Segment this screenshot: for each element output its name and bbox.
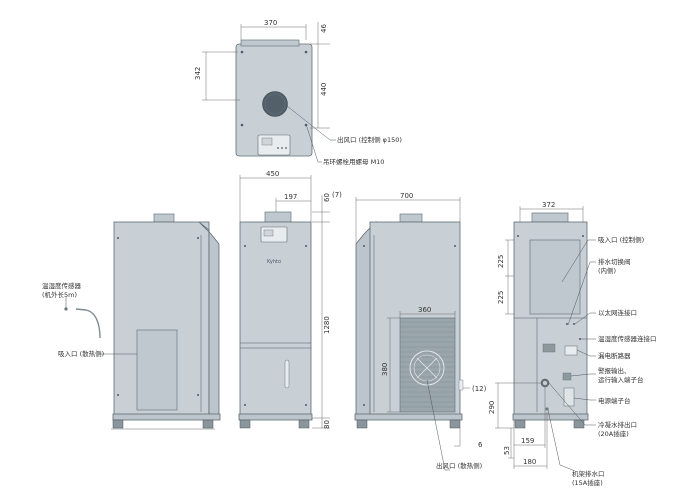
- callout-sensor-port: 温湿度传感器连接口: [598, 334, 657, 343]
- dim-right-depth: 700: [400, 192, 413, 200]
- callout-drain: 冷凝水排出口: [598, 420, 637, 429]
- dim-top-gap: 46: [320, 24, 328, 33]
- callout-frame-drain-sub: (15A插座): [572, 478, 603, 487]
- callout-left-inlet: 吸入口 (散热侧): [58, 349, 104, 358]
- dim-back-w180: 180: [523, 458, 536, 466]
- callout-back-inlet: 吸入口 (控制侧): [598, 235, 644, 244]
- left-view: 温湿度传感器 (机外长5m) 吸入口 (散热侧): [42, 213, 221, 430]
- dim-front-bottom: 80: [323, 420, 331, 429]
- callout-sensor-length: (机外长5m): [42, 290, 77, 299]
- back-view: 372 225 225 290 53 159 180 吸入口 (控制侧) 排水切…: [488, 201, 657, 487]
- callout-breaker: 漏电断路器: [598, 351, 631, 360]
- callout-power: 电源端子台: [598, 396, 631, 405]
- dim-six: 6: [478, 441, 483, 449]
- dim-top-depth: 342: [194, 67, 202, 80]
- callout-ethernet: 以太网连接口: [598, 308, 637, 317]
- dim-front-height: 1280: [323, 316, 331, 334]
- callout-top-outlet: 出风口 (控制侧 φ150): [337, 135, 402, 144]
- right-view: 700 360 380 (12) 6 出风口 (散热侧): [354, 192, 487, 471]
- top-view: 370 342 46 440 出风口 (控制侧 φ150) 吊环螺栓用螺母 M1…: [194, 19, 402, 166]
- dim-back-h1: 225: [497, 255, 505, 268]
- callout-alarm-sub: 运行输入端子台: [598, 375, 644, 384]
- dim-back-width: 372: [542, 201, 555, 209]
- callout-sensor: 温湿度传感器: [42, 281, 82, 290]
- callout-alarm: 警报输出、: [598, 366, 631, 375]
- dim-front-width: 450: [266, 170, 279, 178]
- dim-front-paren: (7): [332, 191, 342, 199]
- dim-grille-height: 380: [381, 363, 389, 376]
- callout-drain-valve-sub: (内侧): [598, 266, 616, 275]
- callout-right-outlet: 出风口 (散热侧): [436, 461, 482, 470]
- callout-top-eyebolt: 吊环螺栓用螺母 M10: [323, 157, 384, 166]
- callout-drain-sub: (20A插座): [598, 429, 629, 438]
- dim-back-h53: 53: [503, 446, 511, 455]
- callout-frame-drain: 机架排水口: [572, 469, 605, 478]
- dim-top-depth2: 440: [320, 83, 328, 96]
- front-view: Kyhto 450 197 60 1280 80 (7): [238, 170, 342, 429]
- dim-front-offset: 197: [284, 193, 297, 201]
- dim-back-h290: 290: [488, 401, 496, 414]
- dim-grille-width: 360: [418, 306, 431, 314]
- dim-back-w159: 159: [521, 437, 534, 445]
- callout-drain-valve: 排水切换阀: [598, 257, 631, 266]
- dim-back-h2: 225: [497, 291, 505, 304]
- brand-logo: Kyhto: [267, 259, 281, 265]
- dim-offset-12: (12): [472, 385, 487, 393]
- dim-front-top: 60: [323, 193, 331, 202]
- dim-top-width: 370: [264, 19, 277, 27]
